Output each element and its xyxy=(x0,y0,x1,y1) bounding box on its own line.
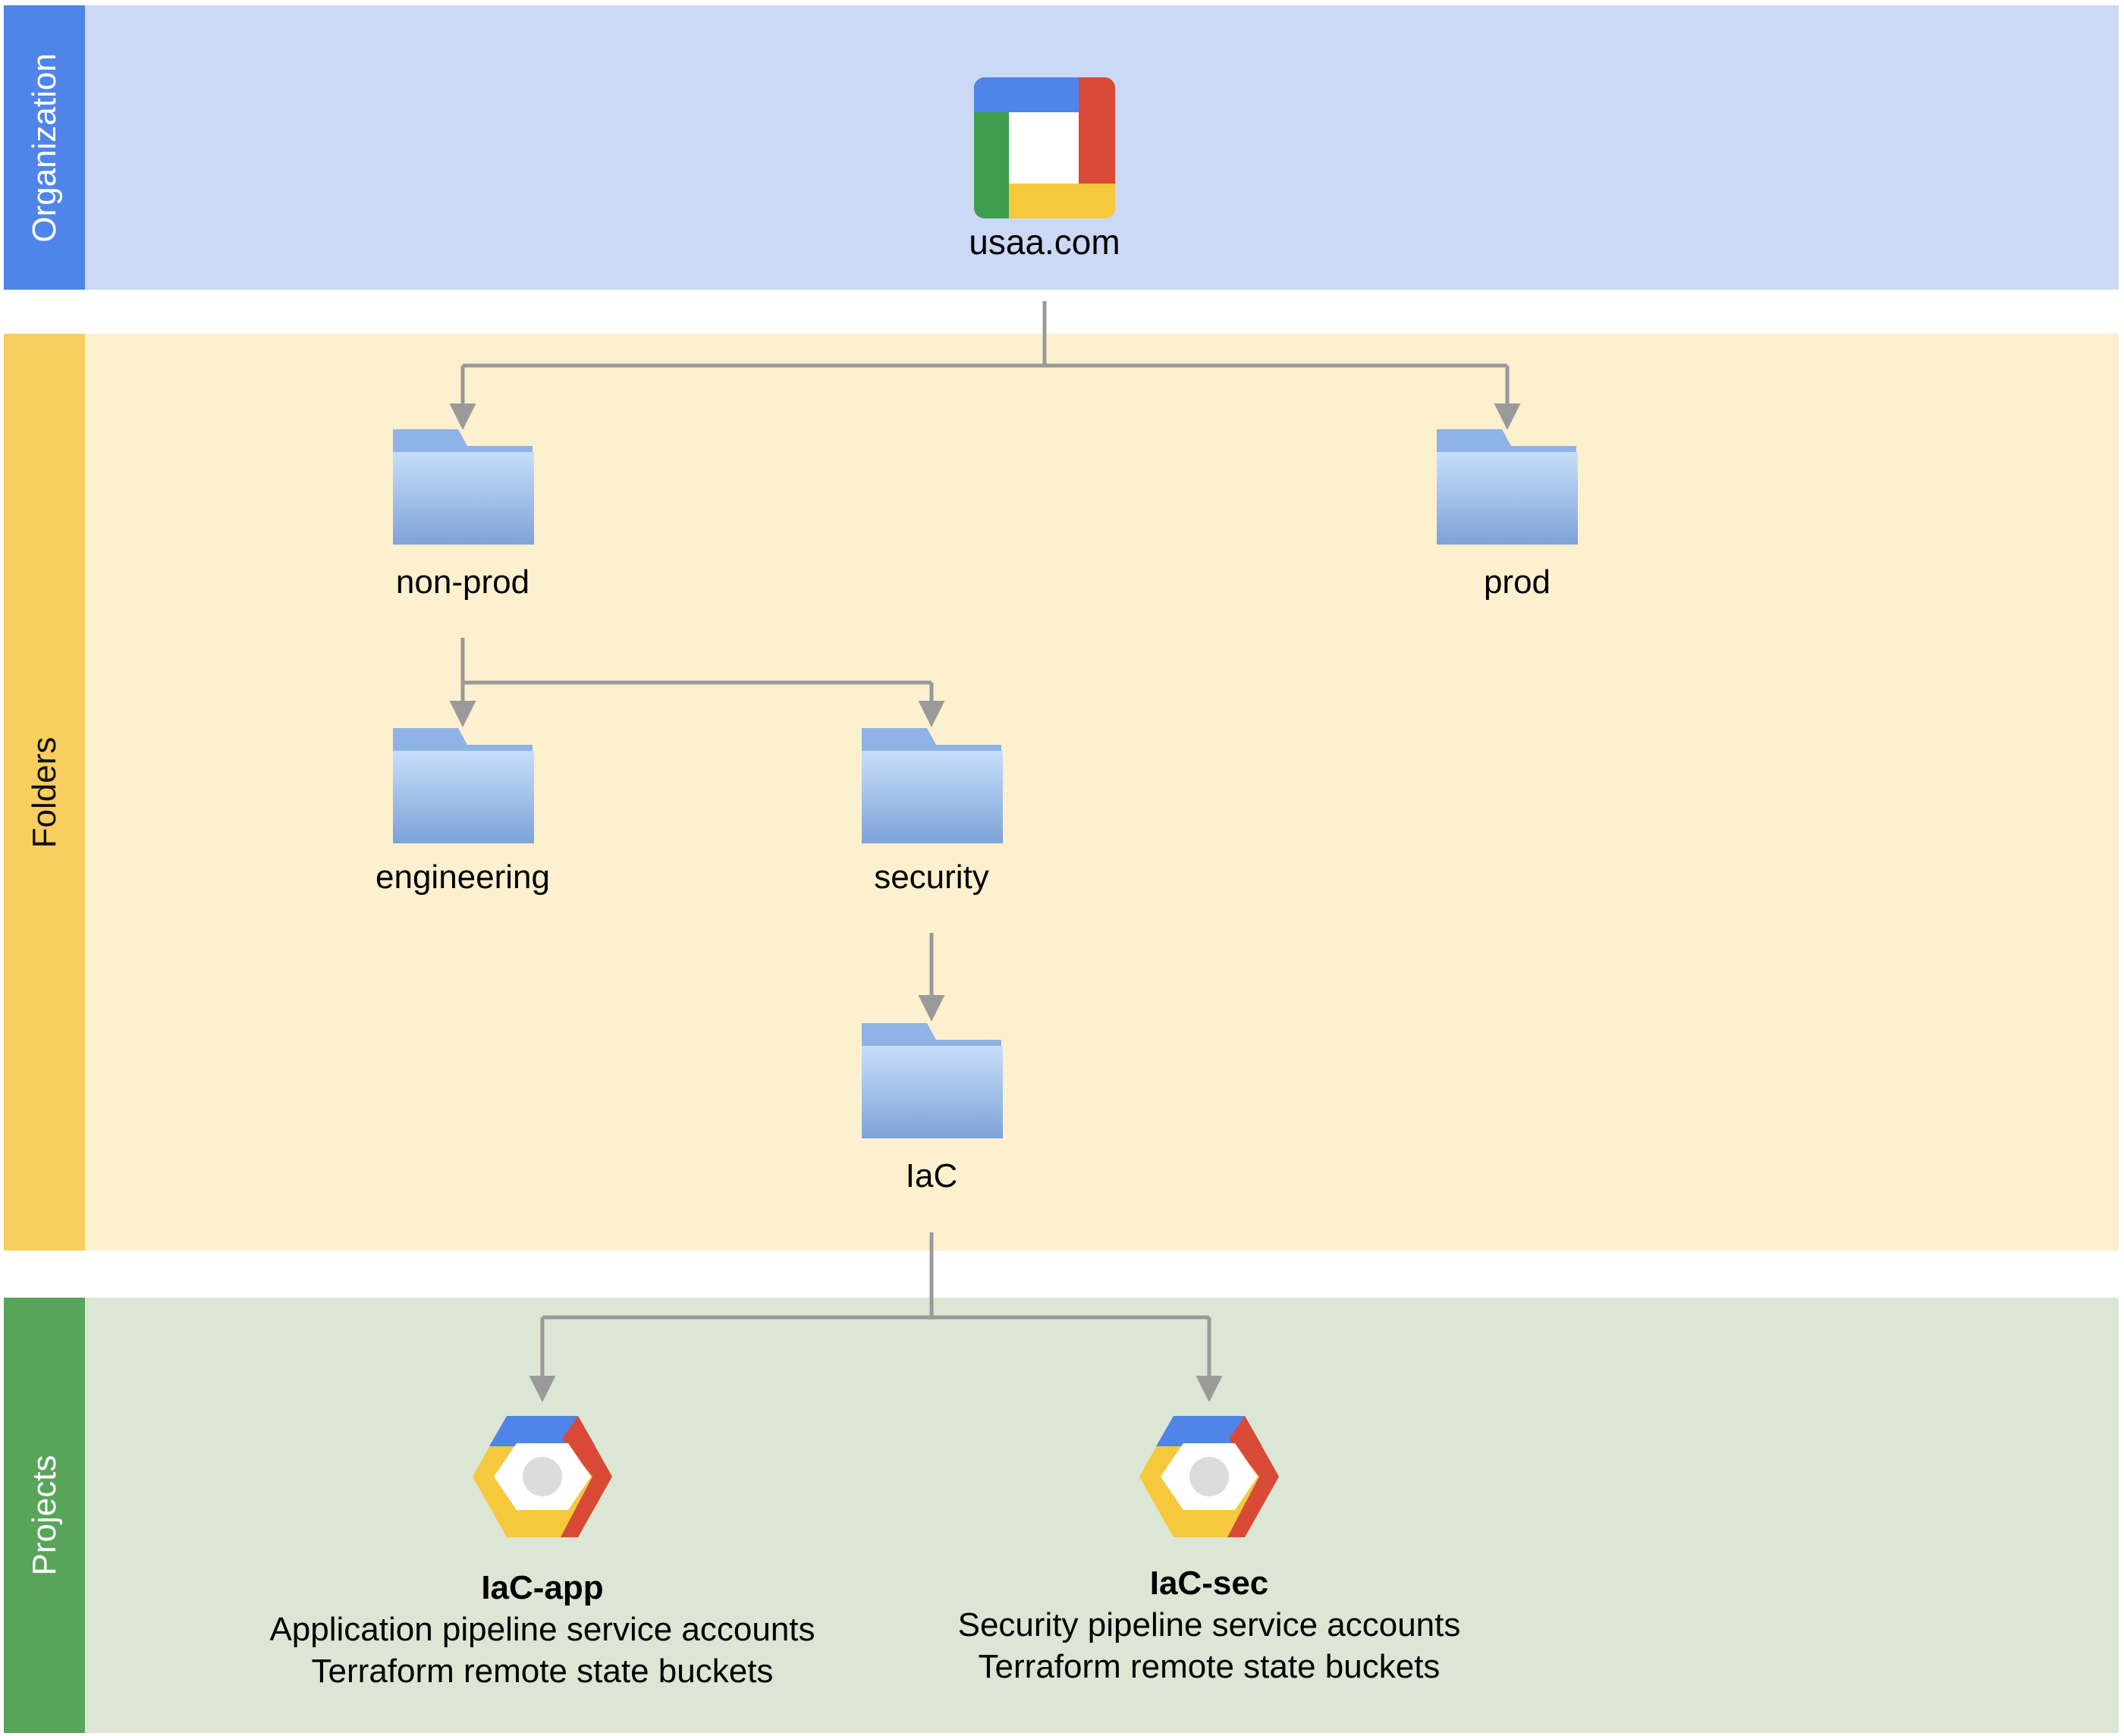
folder-prod[interactable] xyxy=(1435,429,1579,548)
folder-label-engineering: engineering xyxy=(375,859,550,896)
gcp-project-hexagon-icon xyxy=(1139,1416,1279,1537)
gcp-project-hexagon-icon xyxy=(473,1416,612,1537)
project-iac-sec-line2: Terraform remote state buckets xyxy=(978,1648,1441,1685)
folder-label-non-prod: non-prod xyxy=(395,563,530,601)
projects-band-label: Projects xyxy=(4,1298,85,1733)
project-iac-app-title: IaC-app xyxy=(481,1569,604,1606)
folders-band-label: Folders xyxy=(4,334,85,1251)
folder-engineering[interactable] xyxy=(391,728,536,847)
gcp-organization-icon xyxy=(974,77,1115,218)
project-iac-app-line2: Terraform remote state buckets xyxy=(311,1653,774,1690)
folder-icon xyxy=(862,1023,1003,1138)
folder-label-prod: prod xyxy=(1483,563,1551,601)
folder-icon xyxy=(862,728,1003,843)
project-iac-sec-title: IaC-sec xyxy=(1149,1565,1269,1602)
org-name: usaa.com xyxy=(969,222,1120,262)
project-iac-sec-line1: Security pipeline service accounts xyxy=(957,1606,1461,1643)
projects-band: Projects xyxy=(4,1298,2119,1733)
project-iac-sec-text: IaC-sec Security pipeline service accoun… xyxy=(958,1562,1461,1687)
folder-icon xyxy=(1437,429,1578,545)
organization-band-label: Organization xyxy=(4,5,85,290)
project-iac-sec[interactable] xyxy=(1138,1414,1280,1543)
folder-icon xyxy=(393,728,534,843)
folder-label-iac: IaC xyxy=(905,1157,958,1194)
folder-non-prod[interactable] xyxy=(391,429,536,548)
project-iac-app-line1: Application pipeline service accounts xyxy=(269,1611,815,1648)
folder-iac[interactable] xyxy=(860,1023,1004,1142)
org-node xyxy=(972,76,1117,224)
projects-band-body xyxy=(85,1298,2119,1733)
project-iac-app-text: IaC-app Application pipeline service acc… xyxy=(269,1567,815,1692)
folder-security[interactable] xyxy=(860,728,1004,847)
project-iac-app[interactable] xyxy=(471,1414,614,1543)
folder-label-security: security xyxy=(874,859,989,896)
folder-icon xyxy=(393,429,534,545)
